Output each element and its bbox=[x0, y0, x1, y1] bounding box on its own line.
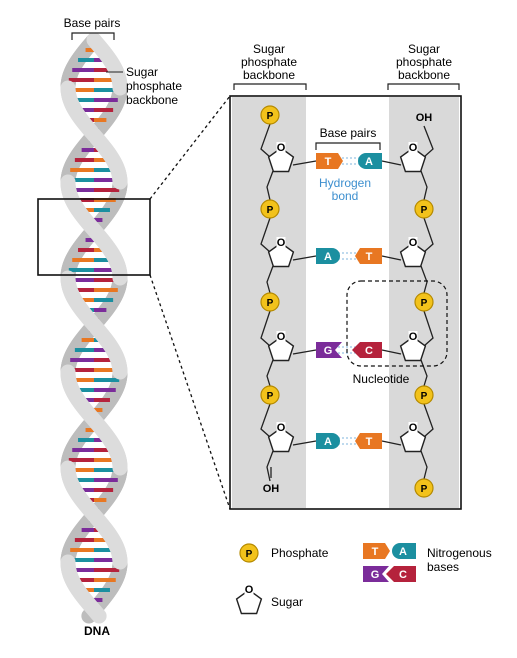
base-letter: A bbox=[365, 156, 373, 168]
zoom-line-bottom bbox=[149, 274, 231, 510]
backbone-label-left-3: backbone bbox=[126, 93, 178, 107]
phosphate-glyph: P bbox=[421, 484, 428, 495]
phosphate-glyph: P bbox=[421, 205, 428, 216]
backbone-phosphate-icon: P bbox=[414, 292, 434, 312]
hydroxyl-end-bottom: OH bbox=[263, 483, 280, 495]
base-letter: G bbox=[371, 569, 380, 581]
phosphate-glyph: P bbox=[267, 298, 274, 309]
base-letter: A bbox=[399, 546, 407, 558]
nucleotide-label: Nucleotide bbox=[353, 372, 410, 386]
backbone-sugar-icon: O bbox=[267, 422, 295, 453]
base-letter: T bbox=[366, 436, 373, 448]
base-letter: C bbox=[399, 569, 407, 581]
nitrogenous-base-c: C bbox=[386, 566, 416, 582]
nitrogenous-base-g: G bbox=[363, 566, 389, 582]
phosphate-glyph: P bbox=[421, 391, 428, 402]
backbone-label-left-2: phosphate bbox=[126, 79, 182, 93]
ring-oxygen-glyph: O bbox=[409, 237, 418, 249]
panel-backbone-right-line-1: Sugar bbox=[408, 42, 440, 56]
backbone-phosphate-icon: P bbox=[414, 478, 434, 498]
ring-oxygen-glyph: O bbox=[409, 422, 418, 434]
base-letter: G bbox=[324, 345, 333, 357]
ring-oxygen-glyph: O bbox=[277, 142, 286, 154]
helix-strand-segment bbox=[89, 606, 107, 624]
legend-bases-label-1: Nitrogenous bbox=[427, 546, 492, 560]
backbone-sugar-icon: O bbox=[399, 331, 427, 362]
backbone-sugar-icon: O bbox=[399, 142, 427, 173]
dna-double-helix bbox=[60, 32, 128, 624]
ring-oxygen-glyph: O bbox=[409, 331, 418, 343]
nitrogenous-base-g: G bbox=[316, 342, 342, 358]
phosphate-glyph: P bbox=[246, 549, 253, 560]
ring-oxygen-glyph: O bbox=[277, 331, 286, 343]
base-letter: A bbox=[324, 251, 332, 263]
backbone-sugar-icon: O bbox=[267, 142, 295, 173]
phosphate-glyph: P bbox=[267, 205, 274, 216]
nucleotide-highlight-box bbox=[346, 280, 448, 367]
legend-sugar-label: Sugar bbox=[271, 595, 303, 609]
hydrogen-bond-label-1: Hydrogen bbox=[319, 176, 371, 190]
backbone-sugar-icon: O bbox=[399, 237, 427, 268]
ring-oxygen-glyph: O bbox=[277, 422, 286, 434]
legend-phosphate-icon: P bbox=[239, 543, 259, 563]
nitrogenous-base-c: C bbox=[352, 342, 382, 358]
legend-bases-label-2: bases bbox=[427, 560, 459, 574]
panel-backbone-left-line-1: Sugar bbox=[253, 42, 285, 56]
phosphate-glyph: P bbox=[267, 391, 274, 402]
ring-oxygen-glyph: O bbox=[277, 237, 286, 249]
dna-label: DNA bbox=[84, 624, 110, 638]
backbone-sugar-icon: O bbox=[267, 331, 295, 362]
backbone-phosphate-icon: P bbox=[260, 292, 280, 312]
legend-sugar-icon: O bbox=[235, 584, 263, 615]
ring-oxygen-glyph: O bbox=[409, 142, 418, 154]
panel-backbone-left-line-2: phosphate bbox=[241, 55, 297, 69]
panel-backbone-left-line-3: backbone bbox=[243, 68, 295, 82]
nitrogenous-base-a: A bbox=[358, 153, 382, 169]
nitrogenous-base-t: T bbox=[363, 543, 390, 559]
backbone-phosphate-icon: P bbox=[260, 105, 280, 125]
legend-phosphate-label: Phosphate bbox=[271, 546, 329, 560]
zoom-box bbox=[37, 198, 151, 276]
hydroxyl-end-top: OH bbox=[416, 112, 433, 124]
backbone-phosphate-icon: P bbox=[260, 385, 280, 405]
panel-backbone-right-line-3: backbone bbox=[398, 68, 450, 82]
panel-backbone-label-left: Sugar phosphate backbone bbox=[233, 42, 307, 90]
backbone-phosphate-icon: P bbox=[260, 199, 280, 219]
base-pairs-bracket-panel bbox=[315, 142, 381, 150]
base-letter: C bbox=[365, 345, 373, 357]
legend: P O T A G C bbox=[235, 543, 416, 615]
panel-backbone-right-line-2: phosphate bbox=[396, 55, 452, 69]
hydrogen-bond-label-2: bond bbox=[332, 189, 359, 203]
nitrogenous-base-a: A bbox=[316, 433, 340, 449]
base-letter: T bbox=[372, 546, 379, 558]
nitrogenous-base-t: T bbox=[355, 433, 382, 449]
ring-oxygen-glyph: O bbox=[245, 584, 254, 596]
base-pairs-bracket-left bbox=[71, 32, 115, 40]
nitrogenous-base-a: A bbox=[316, 248, 340, 264]
base-letter: T bbox=[366, 251, 373, 263]
nitrogenous-base-t: T bbox=[316, 153, 343, 169]
backbone-sugar-icon: O bbox=[399, 422, 427, 453]
backbone-label-left-1: Sugar bbox=[126, 65, 158, 79]
base-letter: A bbox=[324, 436, 332, 448]
phosphate-glyph: P bbox=[421, 298, 428, 309]
nitrogenous-base-a: A bbox=[392, 543, 416, 559]
backbone-sugar-icon: O bbox=[267, 237, 295, 268]
base-pairs-label-panel: Base pairs bbox=[320, 126, 377, 140]
zoom-line-top bbox=[149, 95, 231, 200]
phosphate-glyph: P bbox=[267, 111, 274, 122]
base-pairs-label-left: Base pairs bbox=[64, 16, 121, 30]
backbone-bonds bbox=[260, 123, 434, 482]
base-letter: T bbox=[325, 156, 332, 168]
panel-backbone-label-right: Sugar phosphate backbone bbox=[387, 42, 460, 90]
backbone-phosphate-icon: P bbox=[414, 385, 434, 405]
nitrogenous-base-t: T bbox=[355, 248, 382, 264]
backbone-phosphate-icon: P bbox=[414, 199, 434, 219]
